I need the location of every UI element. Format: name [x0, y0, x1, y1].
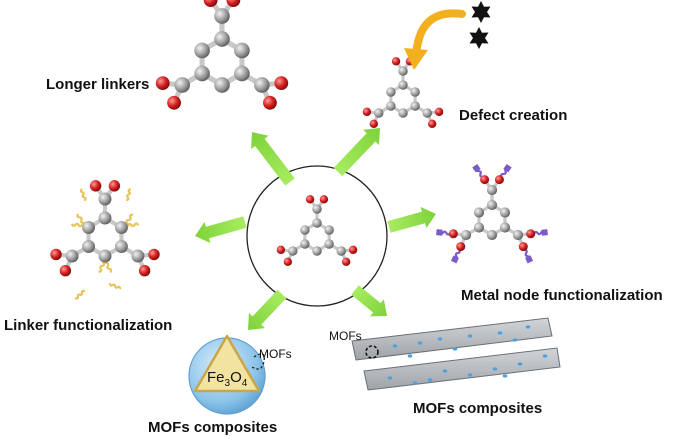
longer-linker-molecule: [155, 0, 289, 110]
defect-molecule: [362, 57, 444, 129]
label-defect-creation: Defect creation: [459, 107, 568, 124]
fe3o4-sphere-composite: [188, 334, 266, 415]
green-arrow-icon: [351, 285, 387, 317]
curved-orange-arrow-icon: [404, 9, 466, 70]
defect-star-icon: [469, 1, 491, 49]
center-circle: [246, 165, 388, 307]
fiber-dot: [517, 362, 523, 366]
mofs-tag-sphere: MOFs: [259, 347, 292, 361]
label-mofs-composites-left: MOFs composites: [148, 419, 278, 436]
linker-functionalized-molecule: [50, 180, 160, 300]
fiber-dot: [502, 374, 508, 378]
fiber-dot: [452, 347, 458, 351]
fiber-dot: [442, 369, 448, 373]
green-arrow-icon: [248, 289, 287, 331]
fe3o4-label: Fe3O4: [207, 369, 248, 389]
label-linker-functionalization: Linker functionalization: [4, 317, 173, 334]
fiber-dot: [512, 338, 518, 342]
label-mofs-composites-right: MOFs composites: [413, 400, 543, 417]
green-arrow-icon: [251, 131, 295, 186]
fiber-dot: [407, 354, 413, 358]
fiber-dot: [542, 354, 548, 358]
green-arrow-icon: [194, 216, 247, 244]
green-arrow-icon: [333, 128, 381, 177]
fiber-dot: [387, 376, 393, 380]
metal-node-functionalized-molecule: [436, 164, 548, 264]
label-longer-linkers: Longer linkers: [46, 76, 150, 93]
fiber-dot: [492, 367, 498, 371]
label-metal-node-functionalization: Metal node functionalization: [461, 287, 663, 304]
mofs-tag-fiber: MOFs: [329, 329, 362, 343]
mof-fiber-composite: [351, 317, 561, 391]
center-btc-molecule: [276, 195, 358, 267]
fiber-dot: [467, 334, 473, 338]
fiber-dot: [437, 337, 443, 341]
fiber-dot: [392, 344, 398, 348]
fiber-dot: [497, 331, 503, 335]
fiber-dot: [427, 378, 433, 382]
fiber-dot: [467, 373, 473, 377]
fiber-dot: [525, 325, 531, 329]
green-arrow-icon: [387, 206, 436, 233]
fiber-dot: [417, 341, 423, 345]
fiber-dot: [412, 381, 418, 385]
